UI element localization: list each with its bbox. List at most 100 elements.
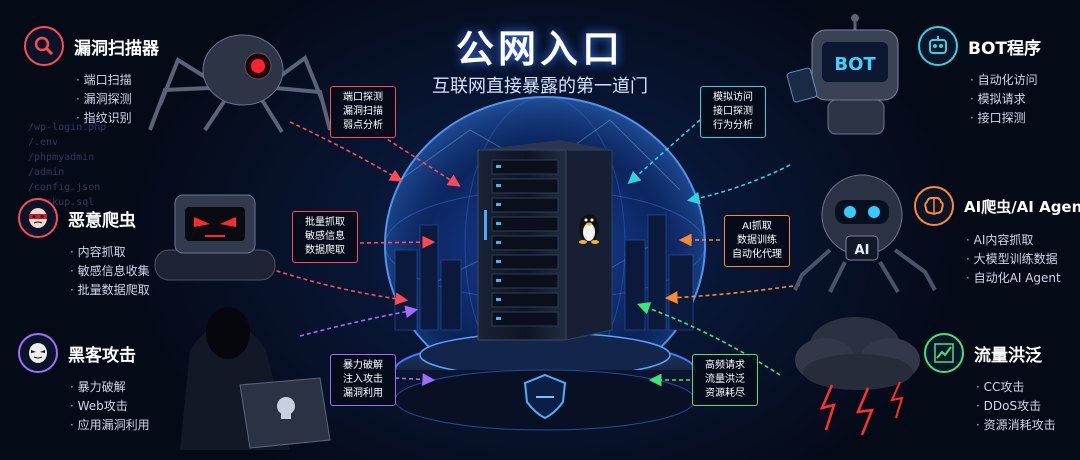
rack-slot: [491, 273, 559, 289]
rack-led: [496, 241, 501, 244]
spider-robot-icon: [148, 34, 332, 134]
arrow-crawler: [249, 261, 409, 306]
tag-line: 敏感信息: [305, 231, 345, 242]
ai-chest-label: AI: [855, 243, 870, 258]
server-rack: [477, 140, 613, 341]
rack-slot: [491, 197, 559, 213]
tag-line: 注入攻击: [343, 374, 383, 385]
storm-cloud-icon: [795, 317, 920, 436]
tag-bot: 模拟访问 接口探测 行为分析: [700, 86, 766, 138]
threat-item: 内容抓取: [70, 243, 198, 262]
tag-flood: 高频请求 流量洪泛 资源耗尽: [692, 354, 758, 406]
threat-name: BOT程序: [968, 38, 1042, 59]
tag-line: 接口探测: [713, 106, 753, 117]
magnifier-icon: [24, 26, 64, 66]
tag-line: 漏洞扫描: [343, 106, 383, 117]
threat-item: 指纹识别: [76, 109, 204, 128]
ai-robot-icon: AI: [793, 174, 937, 294]
rack-led: [496, 317, 501, 320]
hacker-mask-icon: [18, 333, 58, 373]
threat-item: 资源消耗攻击: [976, 416, 1074, 435]
rack-led: [496, 260, 501, 263]
threat-scanner: 漏洞扫描器 端口扫描 漏洞探测 指纹识别: [24, 26, 204, 128]
threat-item: AI内容抓取: [966, 231, 1078, 250]
rack-slot: [491, 216, 559, 232]
threat-item: 暴力破解: [70, 378, 198, 397]
threat-name: 黑客攻击: [68, 345, 136, 366]
threat-name: 流量洪泛: [974, 345, 1042, 366]
rack-slot: [491, 254, 559, 270]
rack-led: [496, 222, 501, 225]
threat-bot: BOT程序 自动化访问 模拟请求 接口探测: [918, 26, 1068, 128]
threat-name: AI爬虫/AI Agent: [964, 197, 1080, 216]
tag-line: 数据爬取: [305, 245, 345, 256]
threat-item: 大模型训练数据: [966, 250, 1078, 269]
tag-hacker: 暴力破解 注入攻击 漏洞利用: [330, 354, 396, 406]
tag-line: 弱点分析: [343, 120, 383, 131]
bot-screen-label: BOT: [834, 54, 876, 75]
tag-line: 端口探测: [343, 92, 383, 103]
arrow-crawler-2: [359, 235, 436, 249]
threat-item: 自动化AI Agent: [966, 269, 1078, 288]
path-line: /admin: [28, 167, 65, 178]
threat-crawler: 恶意爬虫 内容抓取 敏感信息收集 批量数据爬取: [18, 198, 198, 300]
bot-face-icon: [918, 26, 958, 66]
threat-name: 恶意爬虫: [68, 210, 136, 231]
rack-slot: [491, 292, 559, 308]
rack-led: [496, 298, 501, 301]
path-line: /config.json: [28, 182, 101, 193]
chart-spike-icon: [924, 333, 964, 373]
tag-line: 数据训练: [737, 235, 777, 246]
shield-icon: [523, 373, 567, 420]
arrow-ai-2: [664, 284, 801, 304]
threat-item: 批量数据爬取: [70, 281, 198, 300]
hacker-figure-icon: [180, 307, 331, 450]
arrow-hacker-2: [394, 373, 436, 386]
tag-line: 行为分析: [713, 120, 753, 131]
threat-item: 自动化访问: [970, 71, 1068, 90]
evil-mask-icon: [18, 198, 58, 238]
page-subtitle: 互联网直接暴露的第一道门: [432, 76, 648, 97]
path-line: /wp-login.php: [28, 122, 107, 133]
linux-penguin-icon: [579, 214, 599, 244]
rack-led: [496, 279, 501, 282]
threat-flood: 流量洪泛 CC攻击 DDoS攻击 资源消耗攻击: [924, 333, 1074, 435]
threat-name: 漏洞扫描器: [74, 38, 159, 59]
server-platform: [394, 332, 696, 431]
threat-item: CC攻击: [976, 378, 1074, 397]
rack-led: [496, 165, 501, 168]
rack-slot: [491, 311, 559, 327]
tag-line: 流量洪泛: [705, 374, 745, 385]
skull-icon: [277, 397, 295, 419]
tag-line: 高频请求: [705, 360, 745, 371]
tag-line: 漏洞利用: [343, 388, 383, 399]
tag-crawler: 批量抓取 敏感信息 数据爬取: [292, 211, 358, 263]
rack-slot: [491, 178, 559, 194]
brain-icon: [914, 186, 954, 226]
tag-line: 自动化代理: [732, 249, 782, 260]
page-title: 公网入口: [455, 27, 624, 71]
tag-scanner: 端口探测 漏洞扫描 弱点分析: [330, 86, 396, 138]
threat-item: 接口探测: [970, 109, 1068, 128]
threat-item: 应用漏洞利用: [70, 416, 198, 435]
tag-line: AI抓取: [742, 221, 772, 232]
rack-led: [496, 184, 501, 187]
rack-slot: [491, 159, 559, 175]
rack-led: [496, 203, 501, 206]
path-line: /phpmyadmin: [28, 152, 95, 163]
arrow-bot: [686, 164, 791, 205]
arrow-scanner: [289, 121, 403, 182]
threat-hacker: 黑客攻击 暴力破解 Web攻击 应用漏洞利用: [18, 333, 198, 435]
threat-item: 模拟请求: [970, 90, 1068, 109]
arrow-flood: [636, 302, 781, 376]
threat-item: DDoS攻击: [976, 397, 1074, 416]
tag-line: 资源耗尽: [705, 388, 745, 399]
path-line: /backup.sql: [28, 197, 95, 208]
arrow-bot-2: [627, 119, 701, 185]
tag-line: 模拟访问: [713, 92, 753, 103]
threat-item: 漏洞探测: [76, 90, 204, 109]
bot-robot-icon: BOT: [786, 14, 899, 135]
arrow-hacker: [299, 305, 419, 337]
